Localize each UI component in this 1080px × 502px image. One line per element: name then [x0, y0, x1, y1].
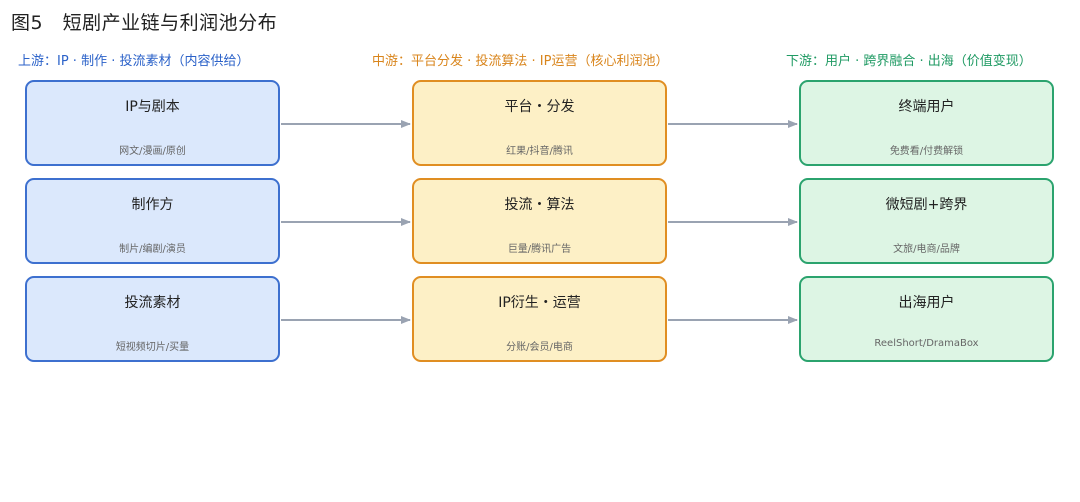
box-subtitle: 免费看/付费解锁: [889, 146, 964, 157]
box-subtitle: ReelShort/DramaBox: [874, 338, 979, 349]
box-subtitle: 红果/抖音/腾讯: [506, 146, 573, 157]
box-title: 投流・算法: [504, 197, 575, 213]
upstream-stage-label: 上游：IP · 制作 · 投流素材（内容供给）: [18, 54, 250, 69]
box-title: 出海用户: [898, 295, 955, 311]
downstream-stage-label: 下游：用户 · 跨界融合 · 出海（价值变现）: [786, 54, 1032, 69]
box-subtitle: 分账/会员/电商: [506, 342, 573, 353]
upstream-box-ip-script: IP与剧本 网文/漫画/原创: [25, 80, 280, 166]
downstream-box-crossover: 微短剧+跨界 文旅/电商/品牌: [799, 178, 1054, 264]
figure-title: 图5 短剧产业链与利润池分布: [11, 12, 278, 34]
downstream-box-overseas: 出海用户 ReelShort/DramaBox: [799, 276, 1054, 362]
midstream-stage-label: 中游：平台分发 · 投流算法 · IP运营（核心利润池）: [372, 54, 669, 69]
box-title: 制作方: [131, 197, 174, 213]
box-subtitle: 短视频切片/买量: [115, 342, 190, 353]
upstream-box-producer: 制作方 制片/编剧/演员: [25, 178, 280, 264]
box-subtitle: 制片/编剧/演员: [119, 244, 186, 255]
box-subtitle: 文旅/电商/品牌: [893, 244, 960, 255]
box-title: IP衍生・运营: [498, 295, 581, 311]
box-subtitle: 巨量/腾讯广告: [507, 244, 572, 255]
box-subtitle: 网文/漫画/原创: [119, 146, 186, 157]
box-title: IP与剧本: [125, 99, 180, 115]
box-title: 投流素材: [124, 295, 181, 311]
midstream-box-ip-operation: IP衍生・运营 分账/会员/电商: [412, 276, 667, 362]
upstream-box-ad-material: 投流素材 短视频切片/买量: [25, 276, 280, 362]
downstream-box-end-user: 终端用户 免费看/付费解锁: [799, 80, 1054, 166]
midstream-box-platform: 平台・分发 红果/抖音/腾讯: [412, 80, 667, 166]
box-title: 终端用户: [898, 99, 955, 115]
box-title: 微短剧+跨界: [885, 197, 968, 213]
midstream-box-algorithm: 投流・算法 巨量/腾讯广告: [412, 178, 667, 264]
box-title: 平台・分发: [504, 99, 575, 115]
